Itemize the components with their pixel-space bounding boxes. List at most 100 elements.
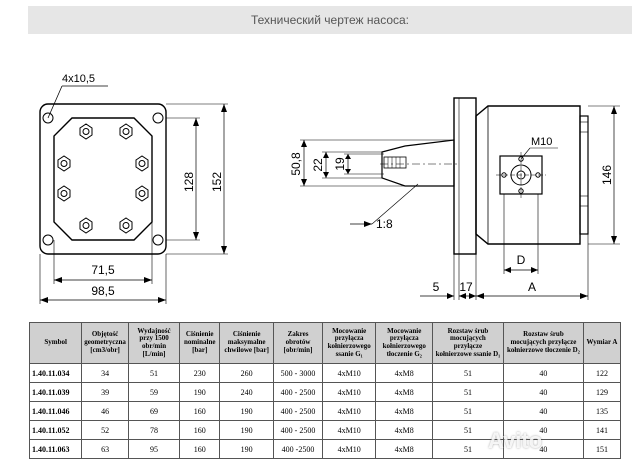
cell-symbol: 1.40.11.052 [28, 420, 83, 440]
cell: 4xM8 [375, 401, 434, 421]
cell: 135 [582, 401, 622, 421]
table-row: 1.40.11.039 39 59 190 240 400 - 2500 4xM… [28, 382, 622, 402]
dim-a: A [528, 280, 536, 294]
cell-symbol: 1.40.11.034 [28, 363, 83, 383]
holes-label: 4x10,5 [62, 73, 95, 85]
bolt [119, 217, 133, 234]
cell: 129 [582, 382, 622, 402]
dim-152: 152 [210, 172, 224, 192]
cell: 34 [81, 363, 129, 383]
flange-plate [39, 103, 167, 255]
cell: 78 [127, 420, 181, 440]
cell: 39 [81, 382, 129, 402]
cell: 400 - 2500 [273, 401, 323, 421]
cell: 4xM8 [375, 420, 434, 440]
col-header: Objętość geometryczna [cm3/obr] [81, 322, 129, 364]
cell: 122 [582, 363, 622, 383]
cell: 40 [502, 401, 584, 421]
cell: 51 [127, 363, 181, 383]
col-header: Ciśnienie maksymalne chwilowe [bar] [219, 322, 275, 364]
cell: 4xM10 [321, 439, 377, 459]
table-row: 1.40.11.034 34 51 230 260 500 - 3000 4xM… [28, 363, 622, 383]
mount-hole [152, 112, 164, 124]
dim-50-8: 50,8 [289, 152, 303, 176]
cell: 40 [502, 363, 584, 383]
table-row: 1.40.11.046 46 69 160 190 400 - 2500 4xM… [28, 401, 622, 421]
bolt [57, 155, 71, 172]
cell: 46 [81, 401, 129, 421]
cell: 63 [81, 439, 129, 459]
mount-hole [42, 112, 54, 124]
cell: 4xM10 [321, 363, 377, 383]
cell: 500 - 3000 [273, 363, 323, 383]
side-view: M10 D 50,8 22 19 1:8 [289, 97, 620, 300]
col-header: Mocowanie przyłącza kołnierzowego ssanie… [321, 322, 377, 364]
cell: 59 [127, 382, 181, 402]
thread-label: M10 [531, 136, 552, 148]
cell: 4xM8 [375, 439, 434, 459]
col-header: Rozstaw śrub mocujących przyłącze kołnie… [502, 322, 584, 364]
dim-5: 5 [433, 280, 440, 294]
cell: 4xM8 [375, 382, 434, 402]
avito-watermark: Avito [488, 428, 543, 453]
cell: 151 [582, 439, 622, 459]
cell: 160 [179, 401, 221, 421]
cell: 51 [432, 363, 504, 383]
cell: 51 [432, 401, 504, 421]
cell-symbol: 1.40.11.046 [28, 401, 83, 421]
front-view: 4x10,5 128 152 [39, 73, 228, 304]
cell: 400 -2500 [273, 439, 323, 459]
cell: 40 [502, 382, 584, 402]
dim-d: D [517, 253, 526, 267]
cell: 240 [219, 382, 275, 402]
bolt [135, 155, 149, 172]
dim-146: 146 [600, 165, 614, 185]
cell: 4xM10 [321, 420, 377, 440]
dim-19: 19 [333, 157, 347, 171]
cell: 260 [219, 363, 275, 383]
shaft-key [383, 156, 407, 169]
cell: 400 - 2500 [273, 420, 323, 440]
bolt [79, 217, 93, 234]
cell: 4xM10 [321, 382, 377, 402]
flange-side [453, 97, 477, 255]
table-header-row: Symbol Objętość geometryczna [cm3/obr] W… [28, 322, 622, 364]
dim-17: 17 [459, 280, 473, 294]
cell: 52 [81, 420, 129, 440]
dim-128: 128 [182, 172, 196, 192]
bolt [79, 123, 93, 140]
technical-drawing: 4x10,5 128 152 [39, 73, 620, 304]
cell: 4xM8 [375, 363, 434, 383]
dim-22: 22 [311, 158, 325, 172]
cell: 69 [127, 401, 181, 421]
cell: 4xM10 [321, 401, 377, 421]
col-header: Rozstaw śrub mocujących przyłącze kołnie… [432, 322, 504, 364]
cell-symbol: 1.40.11.039 [28, 382, 83, 402]
cell: 190 [219, 401, 275, 421]
cell: 160 [179, 439, 221, 459]
bolt [57, 185, 71, 202]
dim-71-5: 71,5 [91, 263, 115, 277]
cell: 190 [219, 420, 275, 440]
dim-98-5: 98,5 [91, 284, 115, 298]
taper-label: 1:8 [376, 217, 393, 231]
col-header: Zakres obrotów [obr/min] [273, 322, 323, 364]
bolt [135, 185, 149, 202]
col-header: Ciśnienie nominalne [bar] [179, 322, 221, 364]
mount-hole [42, 234, 54, 246]
pump-body [53, 117, 153, 241]
table-row: 1.40.11.063 63 95 160 190 400 -2500 4xM1… [28, 439, 622, 459]
cell: 160 [179, 420, 221, 440]
cell: 51 [432, 382, 504, 402]
cell: 95 [127, 439, 181, 459]
col-header: Symbol [28, 322, 83, 364]
bolt [119, 123, 133, 140]
table-row: 1.40.11.052 52 78 160 190 400 - 2500 4xM… [28, 420, 622, 440]
mount-hole [152, 234, 164, 246]
cell: 190 [219, 439, 275, 459]
rear-cover [579, 115, 589, 235]
shaft-taper [381, 139, 455, 187]
page-title: Технический чертеж насоса: [28, 6, 632, 34]
col-header: Wydajność przy 1500 obr/min [L/min] [127, 322, 181, 364]
cell: 400 - 2500 [273, 382, 323, 402]
